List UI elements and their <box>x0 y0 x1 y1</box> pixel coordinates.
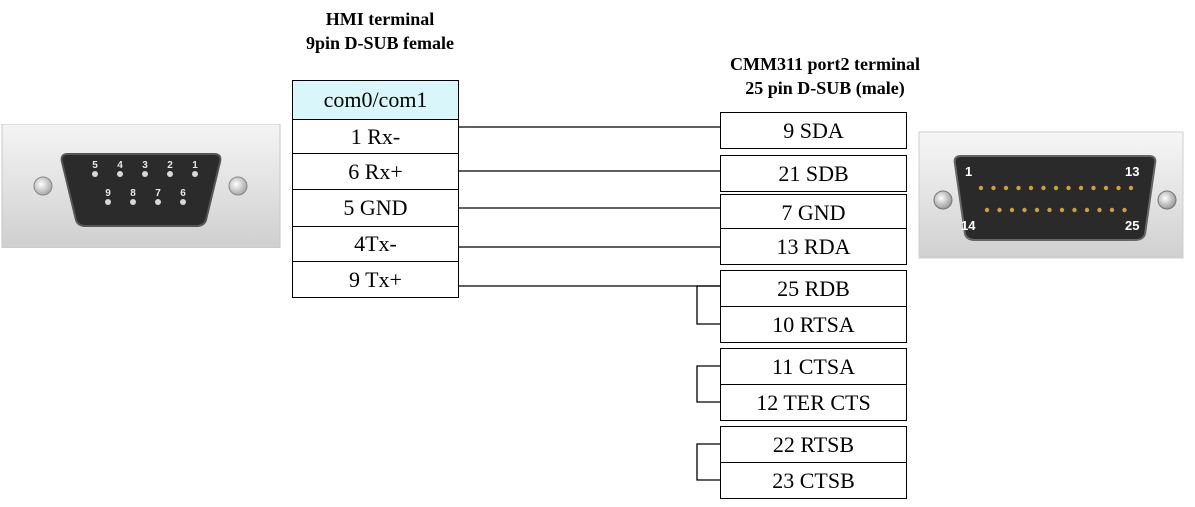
bridge-rdb-rtsa <box>696 285 720 325</box>
db9-connector-image: 5 4 3 2 1 9 8 7 6 <box>1 124 281 248</box>
db25-pin <box>1097 207 1102 213</box>
cmm-pin-cell: 11 CTSA <box>720 348 907 385</box>
db9-pin-label: 6 <box>180 188 186 199</box>
db9-pin-label: 5 <box>92 160 98 171</box>
db25-pin <box>1103 185 1109 191</box>
db25-pin <box>1072 207 1077 213</box>
db25-pin <box>1016 185 1021 191</box>
cmm-pin-cell: 23 CTSB <box>720 462 907 499</box>
cmm-pin-cell: 9 SDA <box>720 112 907 149</box>
db25-connector-image: 1 13 14 25 <box>918 131 1184 259</box>
db25-pin-label: 14 <box>961 218 976 233</box>
db25-shell <box>953 155 1157 241</box>
db25-pin <box>1091 185 1096 191</box>
db9-screw-hole-left <box>33 176 53 196</box>
hmi-title-line1: HMI terminal <box>325 9 435 29</box>
hmi-title-line2: 9pin D-SUB female <box>306 33 454 53</box>
hmi-pin-cell: 1 Rx- <box>292 119 459 154</box>
db25-pin <box>1047 207 1052 213</box>
db25-screw-hole-right <box>1157 190 1177 210</box>
db9-pin-label: 3 <box>142 160 148 171</box>
cmm-pin-cell: 10 RTSA <box>720 306 907 343</box>
hmi-header-cell: com0/com1 <box>292 80 459 120</box>
db9-pin-label: 9 <box>105 188 111 199</box>
bridge-ctsa-ter <box>696 365 720 403</box>
db9-pin-label: 8 <box>130 188 136 199</box>
db25-pin <box>1122 207 1127 213</box>
db25-pin <box>1028 185 1034 191</box>
db25-screw-hole-left <box>933 190 953 210</box>
cmm-pin-cell: 21 SDB <box>720 155 907 192</box>
db25-pin <box>1041 185 1046 191</box>
db9-pin-label: 2 <box>167 160 173 171</box>
db25-pin <box>1009 207 1015 213</box>
db25-pin <box>978 185 984 191</box>
cmm-pin-cell: 22 RTSB <box>720 426 907 463</box>
db9-pin-label: 4 <box>117 160 123 171</box>
db9-pin-label: 7 <box>155 188 161 199</box>
cmm-pin-cell: 12 TER CTS <box>720 384 907 421</box>
db9-pin-label: 1 <box>192 160 198 171</box>
db25-pin-label: 25 <box>1125 218 1139 233</box>
hmi-pin-cell: 6 Rx+ <box>292 153 459 190</box>
hmi-pin-cell: 5 GND <box>292 189 459 227</box>
cmm-title-line1: CMM311 port2 terminal <box>730 54 920 74</box>
db25-pin <box>1078 185 1084 191</box>
db25-pin <box>1053 185 1059 191</box>
bridge-rtsb-ctsb <box>696 443 720 481</box>
cmm-title: CMM311 port2 terminal 25 pin D-SUB (male… <box>680 52 970 100</box>
hmi-pin-cell: 4Tx- <box>292 226 459 262</box>
db25-pin-label: 1 <box>965 164 972 179</box>
db25-pin-label: 13 <box>1125 164 1139 179</box>
db25-pin <box>984 207 990 213</box>
db25-pin <box>1109 207 1115 213</box>
db25-pin <box>997 207 1002 213</box>
db25-pin <box>1003 185 1009 191</box>
db25-pin <box>991 185 996 191</box>
cmm-title-line2: 25 pin D-SUB (male) <box>745 78 905 98</box>
hmi-pin-cell: 9 Tx+ <box>292 261 459 298</box>
cmm-pin-cell: 7 GND <box>720 194 907 231</box>
hmi-title: HMI terminal 9pin D-SUB female <box>268 7 492 55</box>
cmm-pin-cell: 13 RDA <box>720 228 907 265</box>
db25-pin <box>1066 185 1071 191</box>
db25-pin <box>1116 185 1121 191</box>
db25-pin <box>1022 207 1027 213</box>
db25-pin <box>1084 207 1090 213</box>
db25-pin <box>1034 207 1040 213</box>
db9-shell <box>60 153 222 227</box>
db25-pin <box>1128 185 1134 191</box>
db25-pin <box>1059 207 1065 213</box>
db9-screw-hole-right <box>228 176 248 196</box>
